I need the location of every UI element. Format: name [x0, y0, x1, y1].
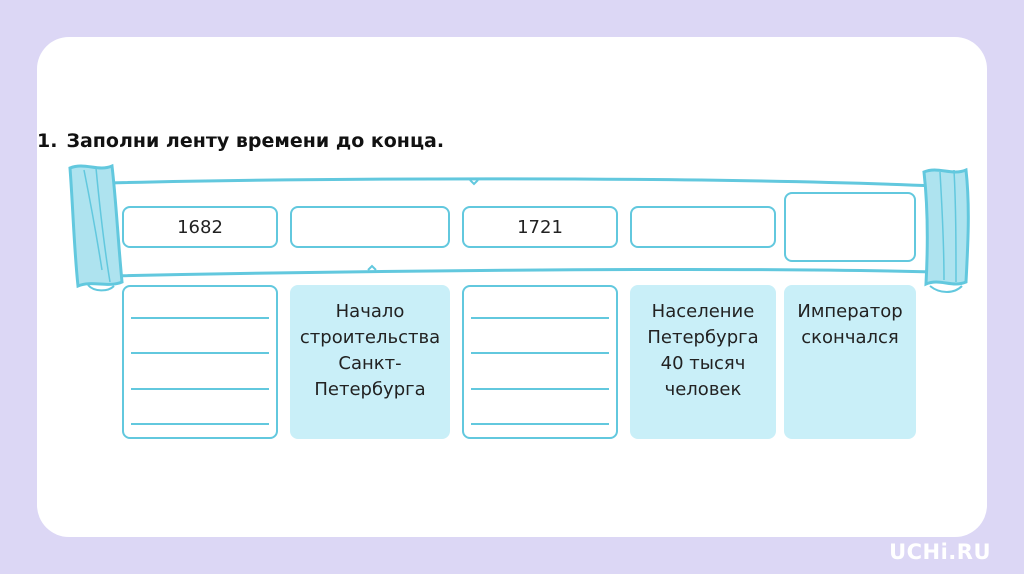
task-heading: 1. Заполни ленту времени до конца.: [37, 130, 444, 152]
event-line: Петербурга: [647, 327, 759, 349]
event-box-4: Население Петербурга 40 тысяч человек: [630, 285, 776, 439]
date-box-3[interactable]: 1721: [462, 206, 618, 248]
event-text-5: Император скончался: [797, 287, 902, 437]
date-value-1: 1682: [177, 216, 223, 238]
task-text: Заполни ленту времени до конца.: [66, 130, 445, 152]
event-box-5: Император скончался: [784, 285, 916, 439]
event-box-3-writing-lines[interactable]: [462, 285, 618, 439]
writing-line: [471, 388, 609, 390]
event-line: Санкт-: [338, 353, 402, 375]
event-line: Император: [797, 301, 903, 322]
event-line: скончался: [801, 327, 899, 349]
event-line: человек: [664, 379, 742, 401]
writing-line: [131, 388, 269, 390]
event-line: Население: [651, 301, 755, 322]
writing-line: [471, 317, 609, 319]
date-box-5[interactable]: [784, 192, 916, 262]
event-text-4: Население Петербурга 40 тысяч человек: [647, 287, 758, 437]
writing-line: [471, 423, 609, 425]
date-box-1[interactable]: 1682: [122, 206, 278, 248]
event-box-1-writing-lines[interactable]: [122, 285, 278, 439]
task-number: 1.: [37, 130, 58, 152]
writing-line: [131, 317, 269, 319]
event-line: Петербурга: [314, 379, 426, 401]
writing-line: [471, 352, 609, 354]
brand-logo: UCHi.RU: [889, 540, 991, 564]
event-line: 40 тысяч: [660, 353, 746, 375]
event-line: Начало: [335, 301, 405, 322]
date-box-4[interactable]: [630, 206, 776, 248]
event-line: строительства: [299, 327, 441, 349]
writing-line: [131, 352, 269, 354]
event-box-2: Начало строительства Санкт- Петербурга: [290, 285, 450, 439]
date-value-3: 1721: [517, 216, 563, 238]
event-text-2: Начало строительства Санкт- Петербурга: [300, 287, 440, 437]
date-box-2[interactable]: [290, 206, 450, 248]
writing-line: [131, 423, 269, 425]
